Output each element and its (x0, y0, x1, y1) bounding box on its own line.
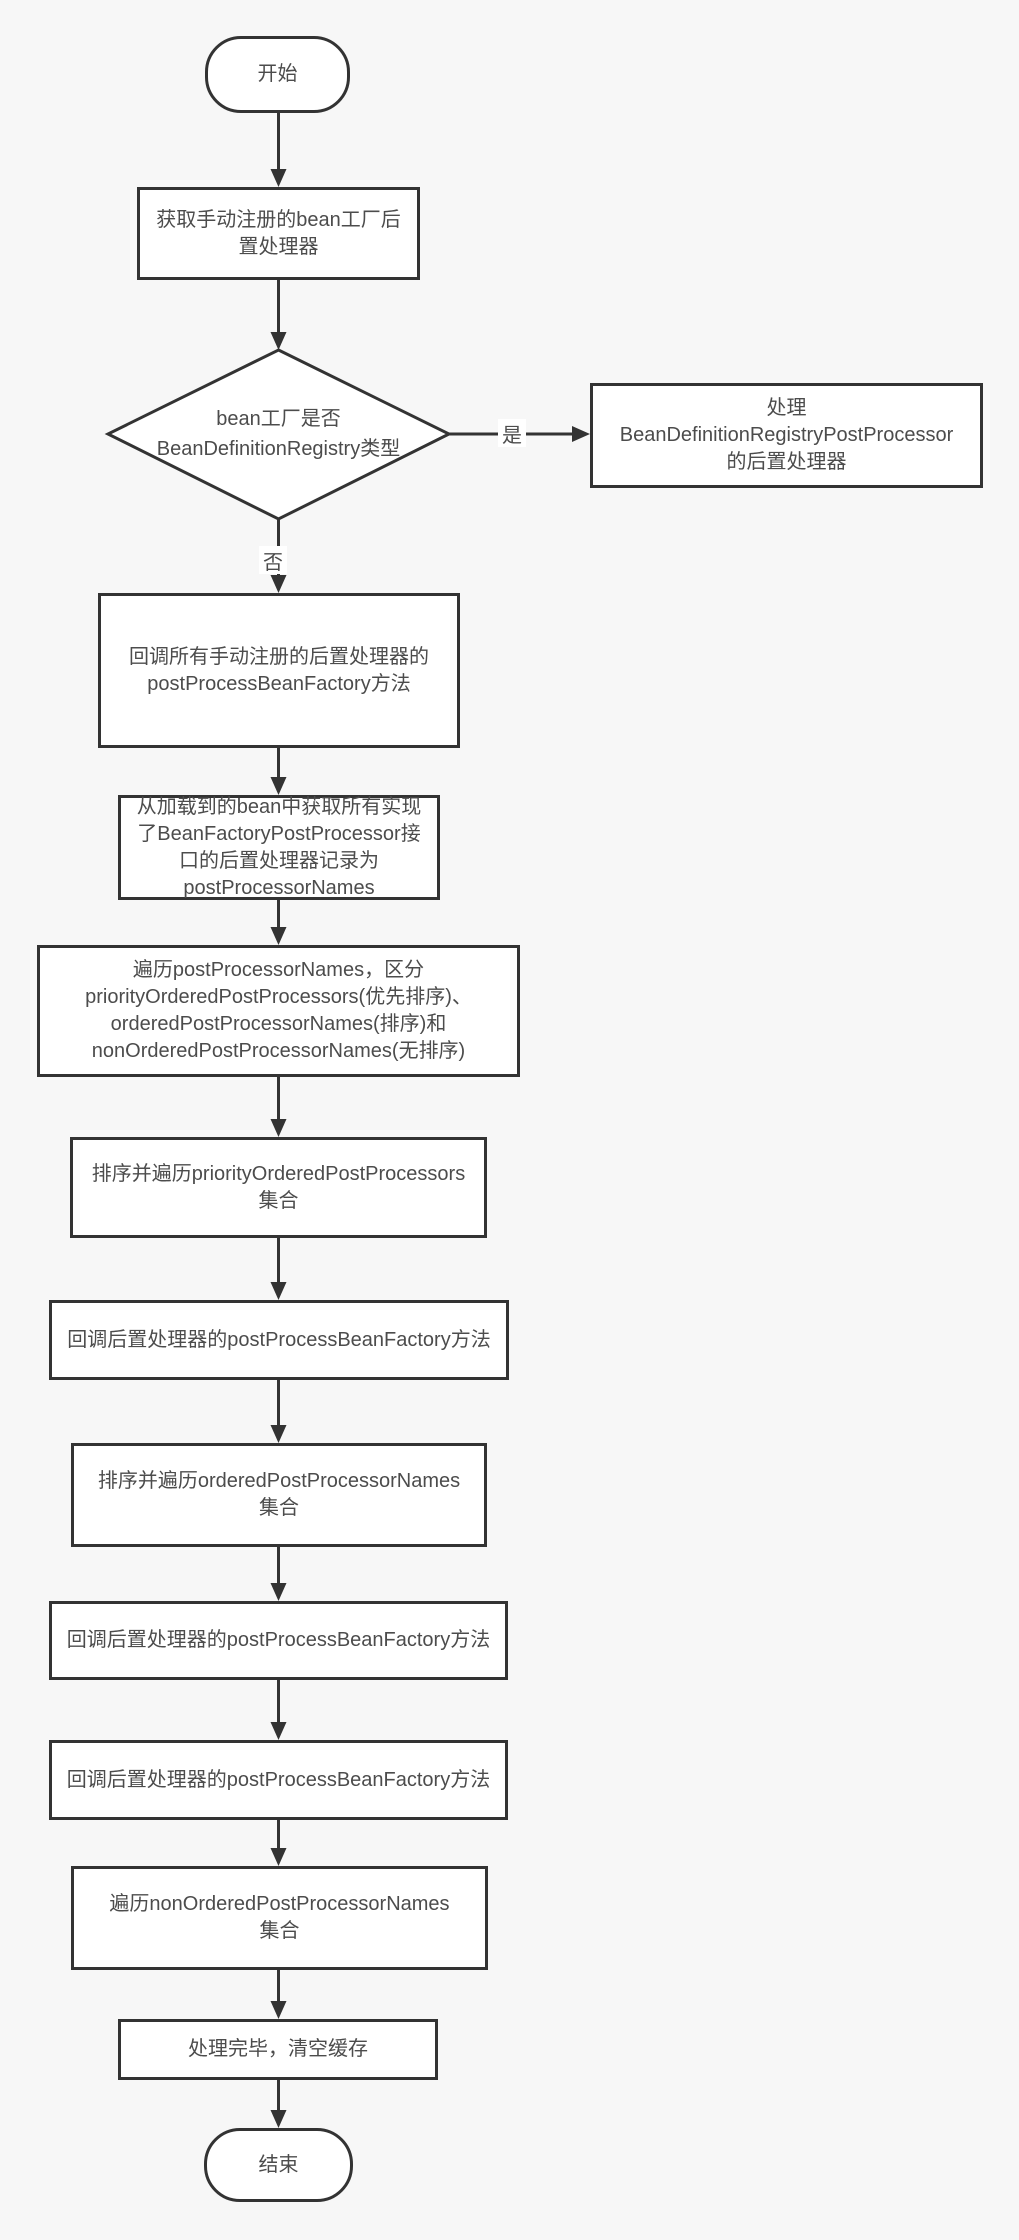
flow-arrowhead (270, 2110, 287, 2128)
process-handle-registry-postprocessor: 处理 BeanDefinitionRegistryPostProcessor 的… (590, 383, 983, 488)
flow-arrowhead (270, 169, 287, 187)
process-callback-non-ordered: 回调后置处理器的postProcessBeanFactory方法 (49, 1740, 508, 1820)
branch-label-no: 否 (259, 546, 287, 574)
process-cleanup-cache: 处理完毕，清空缓存 (118, 2019, 438, 2080)
flow-arrowhead (270, 332, 287, 350)
process-iterate-non-ordered-names: 遍历nonOrderedPostProcessorNames 集合 (71, 1866, 488, 1970)
process-callback-priority-ordered: 回调后置处理器的postProcessBeanFactory方法 (49, 1300, 509, 1380)
flow-arrowhead (270, 1282, 287, 1300)
flow-arrowhead (270, 777, 287, 795)
start-terminal: 开始 (205, 36, 350, 113)
end-terminal: 结束 (204, 2128, 353, 2202)
flow-arrowhead (270, 1425, 287, 1443)
process-collect-postprocessor-names: 从加载到的bean中获取所有实现 了BeanFactoryPostProcess… (118, 795, 440, 900)
process-callback-ordered: 回调后置处理器的postProcessBeanFactory方法 (49, 1601, 508, 1680)
flow-arrowhead (270, 1119, 287, 1137)
flow-arrowhead (270, 1722, 287, 1740)
branch-label-yes: 是 (498, 419, 526, 447)
decision-is-registry-type: bean工厂是否 BeanDefinitionRegistry类型 (156, 408, 401, 460)
flow-arrowhead (270, 1583, 287, 1601)
flow-arrowhead (270, 1848, 287, 1866)
process-callback-manual-postprocessors: 回调所有手动注册的后置处理器的 postProcessBeanFactory方法 (98, 593, 460, 748)
process-get-manual-processors: 获取手动注册的bean工厂后 置处理器 (137, 187, 420, 280)
process-sort-priority-ordered: 排序并遍历priorityOrderedPostProcessors 集合 (70, 1137, 487, 1238)
process-sort-ordered-names: 排序并遍历orderedPostProcessorNames 集合 (71, 1443, 487, 1547)
flow-arrowhead (270, 927, 287, 945)
flow-arrowhead (270, 2001, 287, 2019)
flow-arrowhead-no (270, 575, 287, 593)
process-split-postprocessor-names: 遍历postProcessorNames，区分 priorityOrderedP… (37, 945, 520, 1077)
flow-arrowhead-yes (572, 426, 590, 442)
